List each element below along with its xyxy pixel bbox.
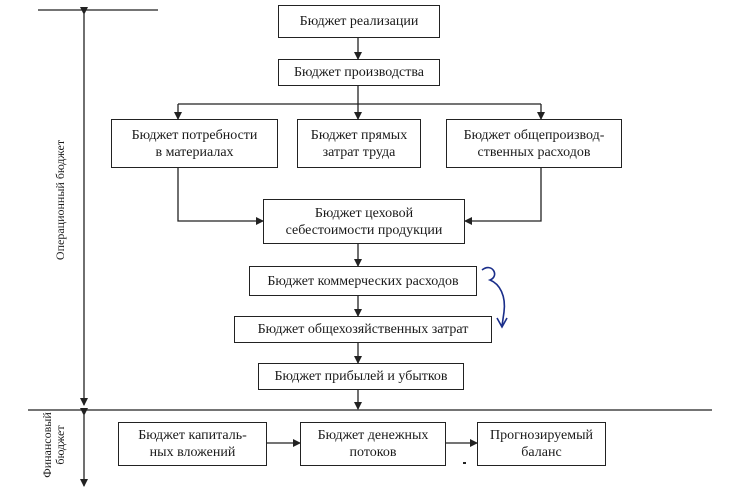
cost-budget-label: Бюджет цеховой себестоимости продукции — [285, 205, 443, 238]
forecast-balance-box: Прогнозируемый баланс — [477, 422, 606, 466]
materials-budget-label: Бюджет потребности в материалах — [131, 127, 258, 160]
capital-budget-label: Бюджет капиталь- ных вложений — [138, 428, 247, 460]
overhead-budget-label: Бюджет общепроизвод- ственных расходов — [463, 127, 605, 160]
cashflow-budget-box: Бюджет денежных потоков — [300, 422, 446, 466]
cashflow-budget-label: Бюджет денежных потоков — [317, 428, 429, 460]
scan-dot — [463, 462, 466, 464]
financial-budget-label: Финансовый бюджет — [40, 412, 67, 478]
profit-budget-label: Бюджет прибылей и убытков — [274, 369, 448, 384]
general-budget-label: Бюджет общехозяйственных затрат — [257, 322, 469, 337]
materials-budget-box: Бюджет потребности в материалах — [111, 119, 278, 168]
general-budget-box: Бюджет общехозяйственных затрат — [234, 316, 492, 343]
commercial-budget-label: Бюджет коммерческих расходов — [267, 273, 459, 289]
arrow-overhead-cost — [464, 168, 542, 225]
forecast-balance-label: Прогнозируемый баланс — [490, 428, 593, 460]
labor-budget-box: Бюджет прямых затрат труда — [297, 119, 421, 168]
cost-budget-box: Бюджет цеховой себестоимости продукции — [263, 199, 465, 244]
commercial-budget-box: Бюджет коммерческих расходов — [249, 266, 477, 296]
capital-budget-box: Бюджет капиталь- ных вложений — [118, 422, 267, 466]
labor-budget-label: Бюджет прямых затрат труда — [310, 127, 408, 160]
sales-budget-box: Бюджет реализации — [278, 5, 440, 38]
production-budget-box: Бюджет производства — [278, 59, 440, 86]
profit-budget-box: Бюджет прибылей и убытков — [258, 363, 464, 390]
arrow-materials-cost — [177, 168, 264, 225]
sales-budget-label: Бюджет реализации — [299, 14, 419, 29]
overhead-budget-box: Бюджет общепроизвод- ственных расходов — [446, 119, 622, 168]
operational-budget-label: Операционный бюджет — [53, 139, 67, 261]
production-budget-label: Бюджет производства — [294, 65, 424, 80]
handwritten-pen-mark — [481, 266, 508, 329]
